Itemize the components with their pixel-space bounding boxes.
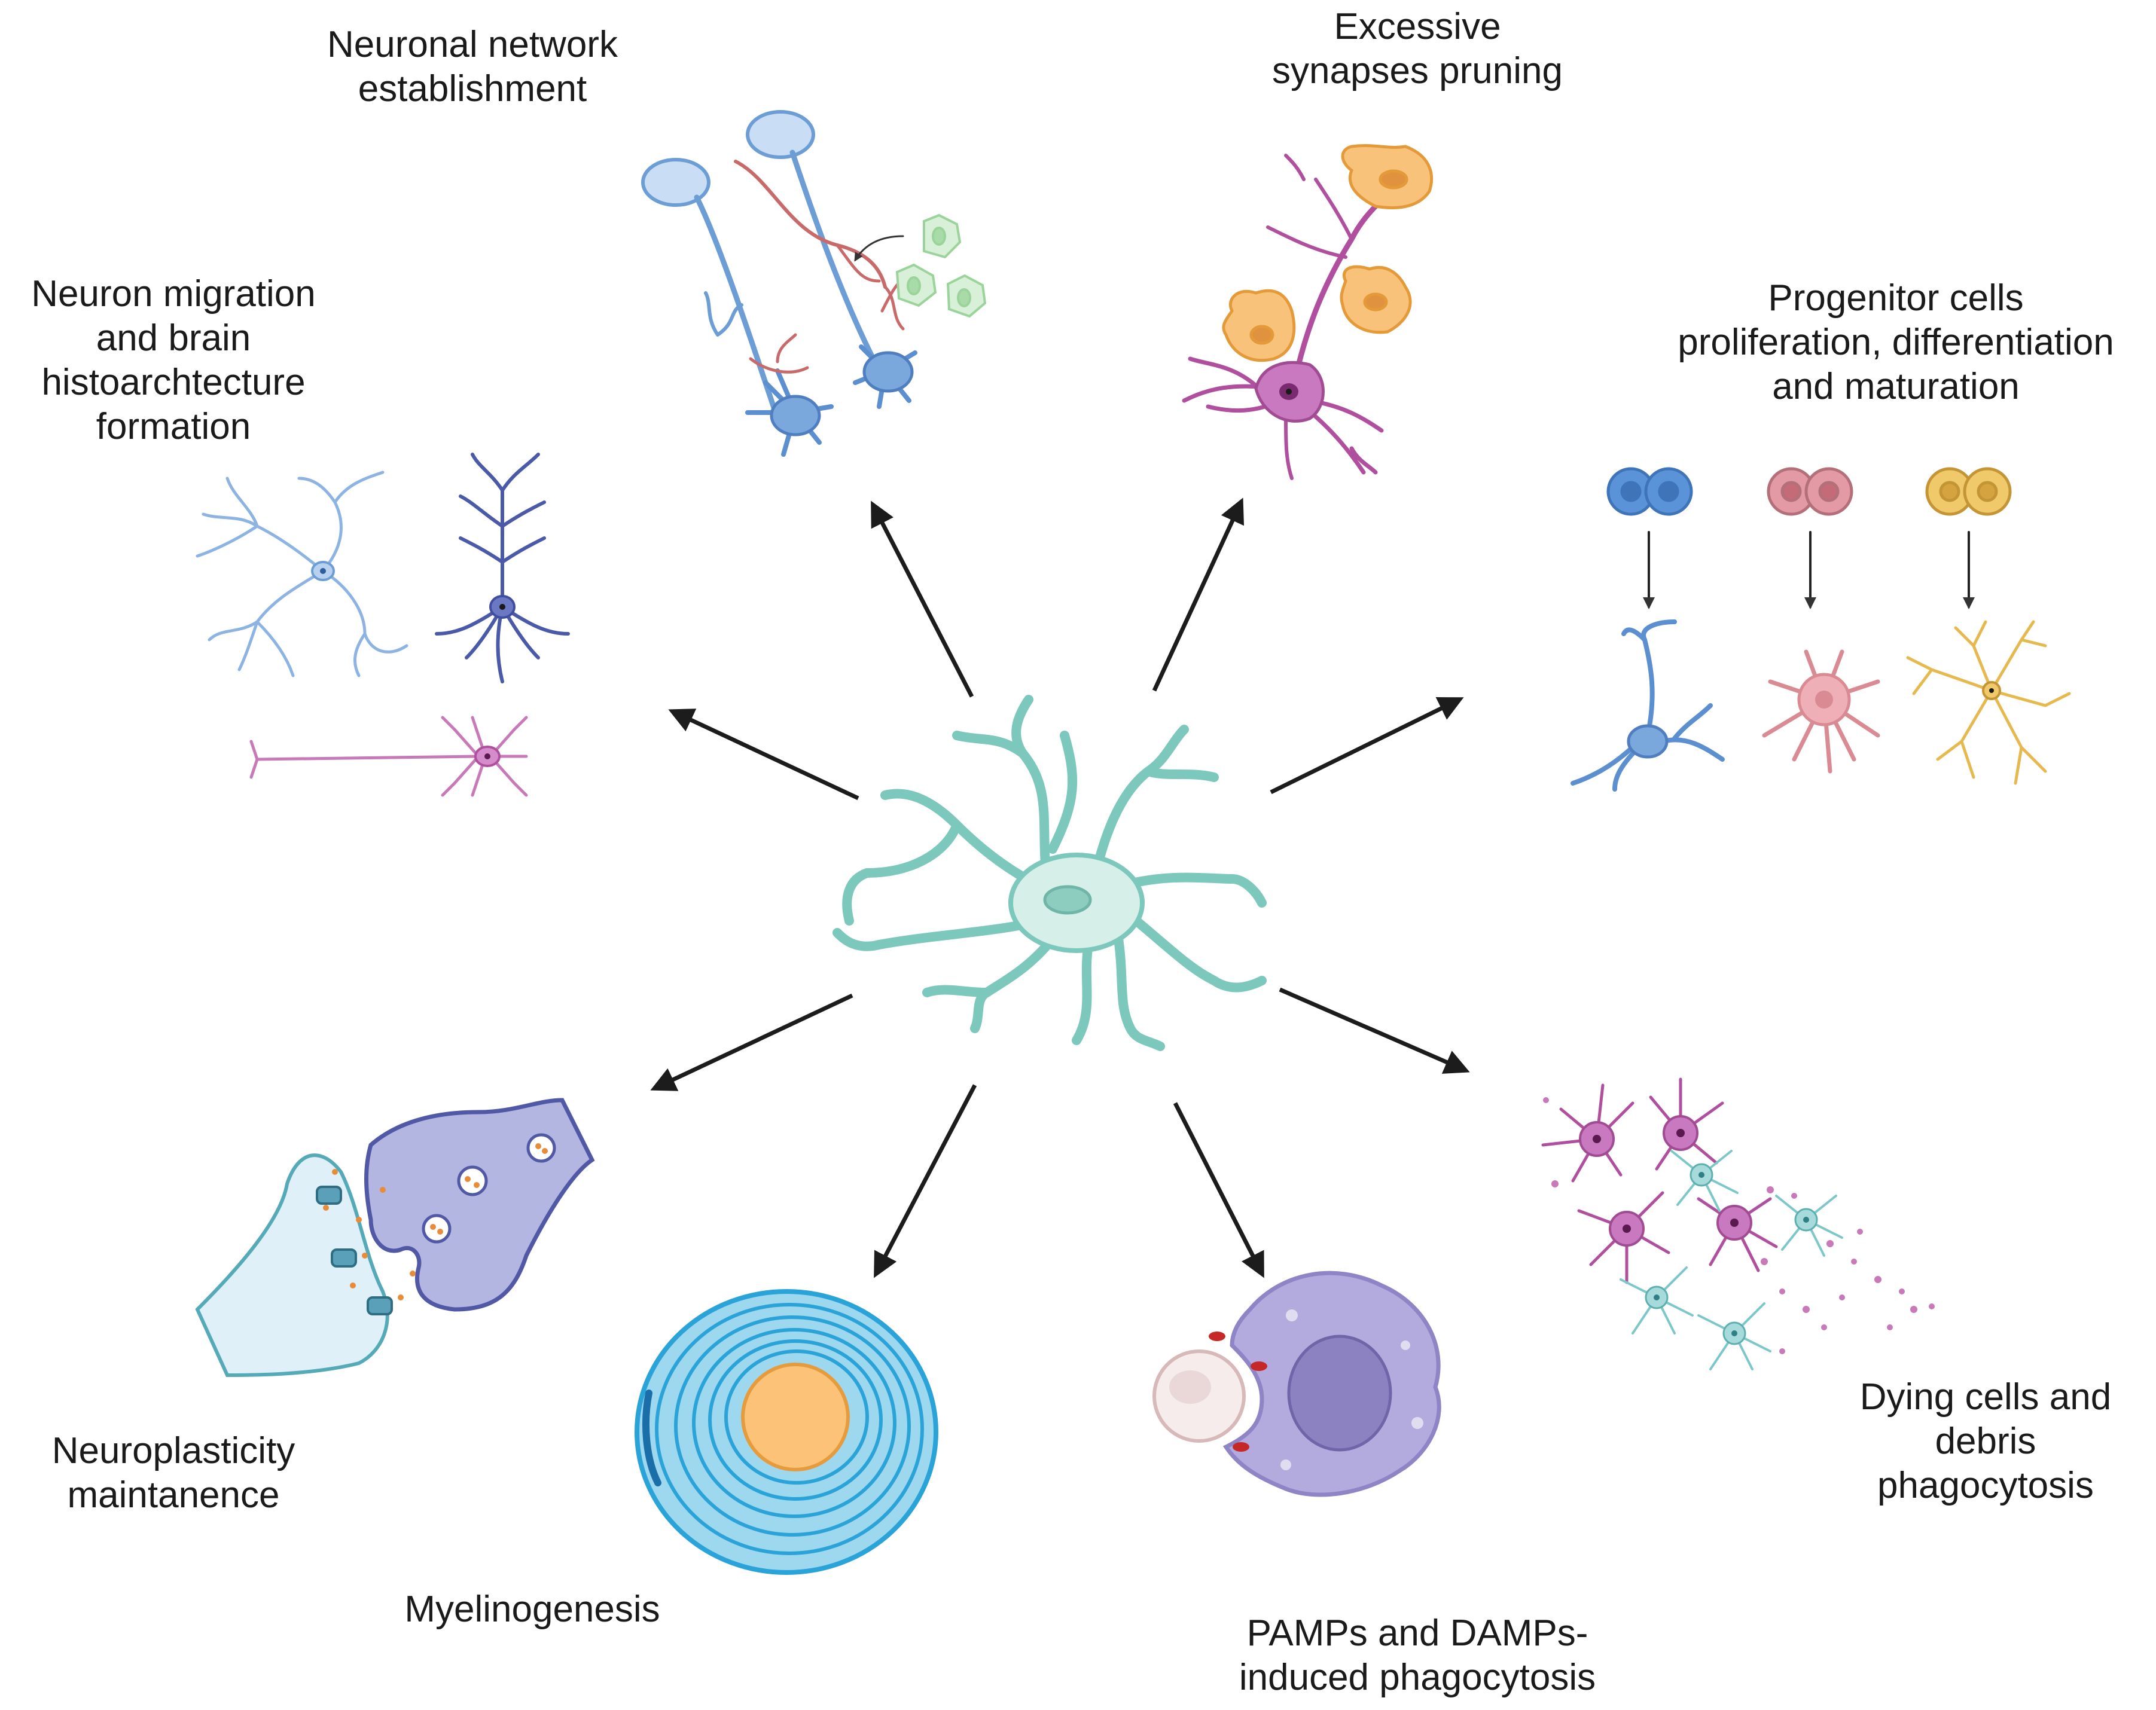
label-line: phagocytosis bbox=[1877, 1465, 2094, 1506]
label-neuronal-network: Neuronal network establishment bbox=[251, 23, 694, 111]
myelin-sheath-icon bbox=[635, 1289, 938, 1575]
label-line: Neuroplasticity bbox=[51, 1430, 295, 1471]
neurons-with-synapse-icon bbox=[641, 110, 987, 457]
label-myelinogenesis: Myelinogenesis bbox=[359, 1587, 706, 1632]
neuron-types-icon bbox=[196, 453, 570, 797]
arrow-to-neuroplasticity bbox=[650, 993, 853, 1091]
neuron-with-microglia-icon bbox=[1182, 144, 1434, 480]
synapse-icon bbox=[195, 1098, 595, 1378]
label-line: establishment bbox=[358, 68, 587, 109]
label-line: Neuronal network bbox=[327, 24, 618, 65]
label-line: Dying cells and bbox=[1859, 1376, 2112, 1418]
label-line: Myelinogenesis bbox=[404, 1589, 660, 1630]
label-pamps-damps: PAMPs and DAMPs- induced phagocytosis bbox=[1172, 1611, 1663, 1700]
arrow-to-dying bbox=[1279, 987, 1470, 1074]
microglia-cell bbox=[832, 695, 1267, 1051]
label-line: histoarchtecture bbox=[41, 362, 306, 403]
arrows bbox=[650, 497, 1470, 1278]
label-excessive-pruning: Excessive synapses pruning bbox=[1190, 5, 1645, 93]
label-neuron-migration: Neuron migration and brain histoarchtect… bbox=[0, 272, 347, 449]
arrow-to-pruning bbox=[1152, 497, 1245, 692]
label-line: debris bbox=[1935, 1421, 2036, 1462]
label-line: Progenitor cells bbox=[1768, 277, 2024, 319]
label-line: Neuron migration bbox=[31, 273, 316, 314]
phagocyte-engulfing-cell-icon bbox=[1152, 1271, 1441, 1497]
label-neuroplasticity: Neuroplasticity maintanence bbox=[12, 1429, 335, 1517]
label-line: synapses pruning bbox=[1272, 50, 1563, 91]
label-line: maintanence bbox=[67, 1474, 280, 1516]
label-dying-cells: Dying cells and debris phagocytosis bbox=[1818, 1375, 2153, 1508]
progenitor-to-mature-cells-icon bbox=[1571, 467, 2071, 792]
label-line: PAMPs and DAMPs- bbox=[1246, 1613, 1588, 1654]
label-line: Excessive bbox=[1334, 6, 1501, 47]
dying-cells-debris-icon bbox=[1541, 1077, 1935, 1370]
label-line: and brain bbox=[96, 317, 251, 359]
label-progenitor-cells: Progenitor cells proliferation, differen… bbox=[1639, 276, 2153, 409]
arrow-to-network bbox=[871, 500, 974, 698]
arrow-to-migration bbox=[668, 709, 859, 801]
arrow-to-pamps bbox=[1173, 1102, 1264, 1278]
arrow-to-myelinogenesis bbox=[874, 1084, 977, 1278]
label-line: and maturation bbox=[1772, 366, 2020, 407]
arrow-to-progenitor bbox=[1270, 697, 1464, 795]
label-line: formation bbox=[96, 406, 251, 447]
label-line: proliferation, differentiation bbox=[1678, 322, 2114, 363]
label-line: induced phagocytosis bbox=[1239, 1657, 1596, 1698]
